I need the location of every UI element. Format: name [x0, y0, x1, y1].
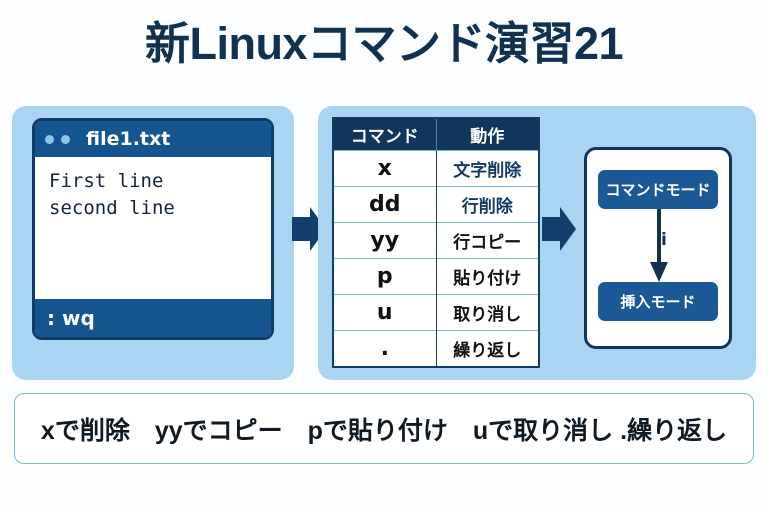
- cell-command: .: [333, 330, 437, 367]
- cell-action: 貼り付け: [436, 258, 539, 295]
- table-row: yy 行コピー: [333, 222, 539, 259]
- flow-arrow-right-icon: [292, 207, 326, 251]
- mode-box-insert: 挿入モード: [598, 282, 718, 321]
- cell-action: 文字削除: [436, 150, 539, 187]
- summary-caption-box: xで削除 yyでコピー pで貼り付け uで取り消し .繰り返し: [14, 393, 754, 464]
- table-header-row: コマンド 動作: [333, 118, 539, 151]
- terminal-panel: file1.txt First line second line : wq: [12, 106, 294, 380]
- terminal-line: First line: [49, 170, 164, 192]
- terminal-line: second line: [49, 197, 175, 219]
- mode-diagram-card: コマンドモード i 挿入モード: [584, 147, 732, 349]
- cell-command: u: [333, 294, 437, 331]
- table-row: . 繰り返し: [333, 330, 539, 367]
- column-header-command: コマンド: [333, 118, 437, 151]
- page-title: 新Linuxコマンド演習21: [144, 18, 624, 69]
- terminal-body: First line second line: [35, 157, 271, 299]
- window-dot-icon: [45, 134, 54, 144]
- cell-action: 取り消し: [436, 294, 539, 331]
- cell-action: 行コピー: [436, 222, 539, 259]
- command-table: コマンド 動作 x 文字削除 dd 行削除 yy 行コピー p 貼り付け u: [332, 117, 540, 368]
- terminal-filename: file1.txt: [86, 128, 171, 150]
- cell-action: 行削除: [436, 186, 539, 223]
- column-header-action: 動作: [436, 118, 539, 151]
- mode-box-command: コマンドモード: [598, 170, 718, 209]
- table-row: p 貼り付け: [333, 258, 539, 295]
- cell-action: 繰り返し: [436, 330, 539, 367]
- cell-command: p: [333, 258, 437, 295]
- cell-command: dd: [333, 186, 437, 223]
- cell-command: x: [333, 150, 437, 187]
- table-row: u 取り消し: [333, 294, 539, 331]
- terminal-titlebar: file1.txt: [35, 121, 271, 157]
- terminal-status-bar: : wq: [35, 299, 271, 337]
- table-row: x 文字削除: [333, 150, 539, 187]
- cell-command: yy: [333, 222, 437, 259]
- window-dot-icon: [61, 134, 70, 144]
- mode-transition-arrow-icon: [647, 209, 671, 282]
- reference-panel: コマンド 動作 x 文字削除 dd 行削除 yy 行コピー p 貼り付け u: [318, 106, 756, 380]
- mode-transition-key-label: i: [661, 230, 667, 250]
- table-row: dd 行削除: [333, 186, 539, 223]
- summary-caption-text: xで削除 yyでコピー pで貼り付け uで取り消し .繰り返し: [40, 416, 728, 445]
- terminal-window: file1.txt First line second line : wq: [32, 118, 274, 340]
- flow-arrow-right-icon: [542, 207, 576, 251]
